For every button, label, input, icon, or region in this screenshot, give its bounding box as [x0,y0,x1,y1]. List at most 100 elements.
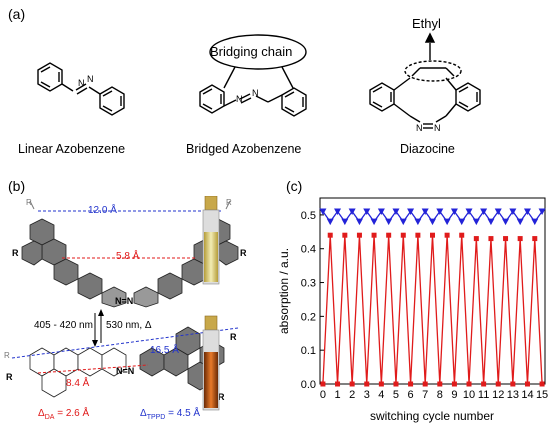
series-1-point [495,381,501,387]
bridging-chain-label: Bridging chain [210,44,293,59]
r-substituent: R [6,372,13,382]
series-0-point [348,208,356,216]
caption-bridged-azobenzene: Bridged Azobenzene [186,142,302,156]
svg-text:N: N [87,74,94,84]
r-substituent: R [12,248,19,258]
series-0-point [429,218,436,226]
panel-b-label: (b) [8,178,26,194]
series-0-point [443,218,451,226]
r-substituent: R [26,198,32,207]
x-tick-label: 1 [334,389,340,401]
series-0-point [334,208,342,216]
azo-n-label: N [78,78,85,88]
series-1-point [386,232,392,238]
series-1-point [342,232,348,238]
y-tick-label: 0.1 [301,345,316,357]
x-tick-label: 15 [536,389,548,401]
r-substituent: R [226,198,232,207]
series-0-point [436,208,444,216]
delta-tppd-label: ΔTPPD = 4.5 Å [140,408,201,421]
x-tick-label: 10 [463,389,475,401]
series-1-point [459,232,465,238]
r-substituent: R [240,248,247,258]
bottom-red-distance: 8.4 Å [66,378,90,389]
ethyl-label: Ethyl [412,16,441,31]
series-0-point [465,208,473,216]
x-tick-label: 7 [422,389,428,401]
series-1-point [415,232,421,238]
diazocine-structure [369,32,481,129]
svg-text:N: N [252,88,259,98]
panel-b-structures [11,200,239,398]
series-1-point [517,236,523,242]
x-tick-label: 12 [492,389,504,401]
series-1-point [444,232,450,238]
y-tick-label: 0.3 [301,278,316,290]
series-1-point [473,236,479,242]
x-tick-label: 2 [349,389,355,401]
series-0-point [385,218,393,226]
series-0-point [502,218,510,226]
series-1-point [335,381,341,387]
x-tick-label: 13 [507,389,519,401]
yellow-vial [202,196,220,285]
series-1-point [364,381,370,387]
series-0-point [370,218,378,226]
x-tick-label: 14 [521,389,533,401]
arrow-label-thermal: 530 nm, Δ [106,320,152,331]
svg-text:N: N [416,123,423,133]
series-0-point [516,218,524,226]
trans-molecule [29,326,225,398]
x-tick-label: 4 [378,389,384,401]
series-0-point [450,208,458,216]
series-0-point [326,218,334,226]
series-1-point [524,381,530,387]
series-1-point [503,236,509,242]
series-0-point [538,208,546,216]
series-0-point [523,208,531,216]
series-1-point [430,232,435,238]
x-tick-label: 8 [437,389,443,401]
azo-label-bottom: N=N [116,366,135,376]
series-1-point [422,381,428,387]
series-1-point [400,232,406,238]
r-substituent: R [4,351,10,360]
series-0-point [480,208,488,216]
panel-a-structures: N N N N N N [37,32,481,133]
y-tick-label: 0.0 [301,379,316,391]
series-0-point [392,208,400,216]
x-tick-label: 0 [320,389,326,401]
svg-text:N: N [434,123,441,133]
series-1-point [371,232,377,238]
series-0-point [341,218,349,226]
x-tick-label: 3 [364,389,370,401]
series-0-point [494,208,502,216]
series-0-point [472,218,480,226]
orange-vial [202,315,220,411]
series-1-point [451,381,457,387]
panel-a-label: (a) [8,6,26,22]
series-1-point [320,381,326,387]
top-blue-distance: 12.0 Å [88,205,117,216]
series-1-point [393,381,399,387]
series-1-point [327,232,333,238]
series-0-point [355,218,363,226]
azo-label-top: N=N [115,296,134,306]
series-1-point [378,381,384,387]
linear-azobenzene-structure [37,62,125,116]
series-1-point [349,381,355,387]
series-0-point [319,208,327,216]
delta-da-label: ΔDA = 2.6 Å [38,408,90,421]
y-axis-label: absorption / a.u. [277,248,291,334]
series-0-point [407,208,415,216]
series-1-point [356,232,362,238]
r-substituent: R [218,392,225,402]
series-1-point [437,381,443,387]
series-0-point [414,218,422,226]
svg-text:N: N [236,94,243,104]
r-substituent: R [230,332,237,342]
sample-vials [202,196,220,411]
series-1-point [408,381,414,387]
x-tick-label: 9 [451,389,457,401]
